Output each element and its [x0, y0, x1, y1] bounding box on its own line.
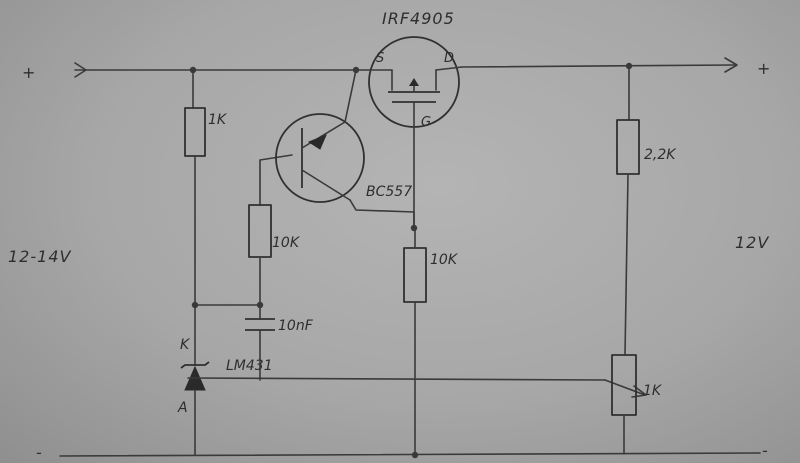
bc557-label: BC557 [366, 184, 412, 200]
input-voltage-label: 12-14V [8, 247, 71, 266]
input-plus-label: + [22, 63, 36, 82]
resistor-1k-input [184, 69, 206, 366]
resistor-10k-base-label: 10K [272, 235, 301, 251]
mosfet-part-number: IRF4905 [382, 9, 455, 28]
capacitor-10nf [245, 318, 275, 381]
mosfet-source-label: S [376, 51, 384, 66]
bottom-rail [59, 452, 761, 457]
top-rail [74, 57, 738, 78]
lm431-label: LM431 [226, 358, 273, 374]
resistor-10k-gate [403, 227, 427, 456]
resistor-10k-gate-label: 10K [430, 252, 459, 268]
input-minus-label: - [36, 443, 43, 462]
mosfet-gate-label: G [421, 115, 431, 130]
reference-wire [187, 377, 647, 398]
lm431-anode-label: A [177, 400, 188, 416]
resistor-1k-input-label: 1K [208, 112, 228, 128]
resistor-10k-base [194, 154, 293, 319]
resistor-2k2-label: 2,2K [644, 147, 677, 163]
irf4905-mosfet [368, 36, 463, 229]
potentiometer-1k [611, 354, 637, 455]
output-voltage-label: 12V [735, 233, 769, 252]
output-minus-label: - [762, 441, 769, 460]
capacitor-10nf-label: 10nF [278, 318, 314, 334]
potentiometer-1k-label: 1K [643, 383, 663, 399]
resistor-2k2-divider [616, 65, 640, 356]
output-plus-label: + [757, 59, 771, 78]
bc557-transistor [275, 69, 415, 229]
lm431-cathode-label: K [180, 337, 191, 353]
mosfet-drain-label: D [444, 51, 454, 66]
